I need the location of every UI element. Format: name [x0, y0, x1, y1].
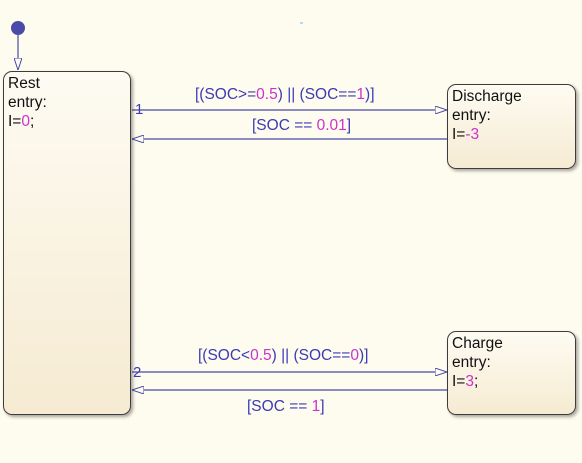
state-charge-action: I=3; [452, 372, 571, 391]
transition-priority-2: 2 [133, 364, 142, 381]
state-discharge-action-label: entry: [452, 107, 491, 124]
state-rest-var: I= [8, 113, 22, 130]
label-number: 0.5 [250, 347, 272, 364]
label-part: ] [320, 398, 325, 415]
label-number: 1 [356, 86, 366, 103]
state-discharge[interactable]: Discharge entry: I=-3 [447, 84, 576, 169]
state-rest-action: I=0; [8, 112, 126, 131]
label-part: [(SOC>= [195, 86, 257, 103]
label-number: 1 [311, 398, 321, 415]
state-charge-var: I= [452, 373, 466, 390]
label-number: 0 [350, 347, 359, 364]
transition-label-rest-to-discharge[interactable]: [(SOC>=0.5) || (SOC==1)] [195, 86, 375, 104]
canvas-artifact [300, 22, 303, 24]
state-charge-action-label: entry: [452, 354, 491, 371]
state-charge-value: 3 [465, 373, 474, 390]
state-discharge-value: -3 [465, 126, 480, 143]
label-part: ) || (SOC== [277, 86, 357, 103]
default-transition-dot[interactable] [11, 21, 25, 35]
state-charge[interactable]: Charge entry: I=3; [447, 331, 576, 415]
state-rest-action-label: entry: [8, 94, 47, 111]
state-rest-suffix: ; [29, 113, 35, 130]
label-part: )] [358, 347, 369, 364]
label-part: [SOC == [247, 398, 312, 415]
label-part: [SOC == [252, 117, 317, 134]
transition-priority-1: 1 [135, 101, 144, 118]
state-rest[interactable]: Rest entry: I=0; [3, 71, 131, 415]
label-number: 0.01 [316, 117, 347, 134]
state-charge-name: Charge [452, 335, 503, 352]
state-discharge-action: I=-3 [452, 125, 571, 144]
label-part: [(SOC< [198, 347, 251, 364]
transition-label-charge-to-rest[interactable]: [SOC == 1] [247, 398, 325, 416]
transition-label-rest-to-charge[interactable]: [(SOC<0.5) || (SOC==0)] [198, 347, 368, 365]
transition-label-discharge-to-rest[interactable]: [SOC == 0.01] [252, 117, 351, 135]
label-part: ] [346, 117, 352, 134]
label-part: )] [365, 86, 375, 103]
state-rest-name: Rest [8, 75, 40, 92]
label-part: ) || (SOC== [271, 347, 351, 364]
state-discharge-name: Discharge [452, 88, 522, 105]
state-discharge-var: I= [452, 126, 466, 143]
label-number: 0.5 [256, 86, 278, 103]
state-charge-suffix: ; [473, 373, 479, 390]
state-rest-value: 0 [21, 113, 30, 130]
